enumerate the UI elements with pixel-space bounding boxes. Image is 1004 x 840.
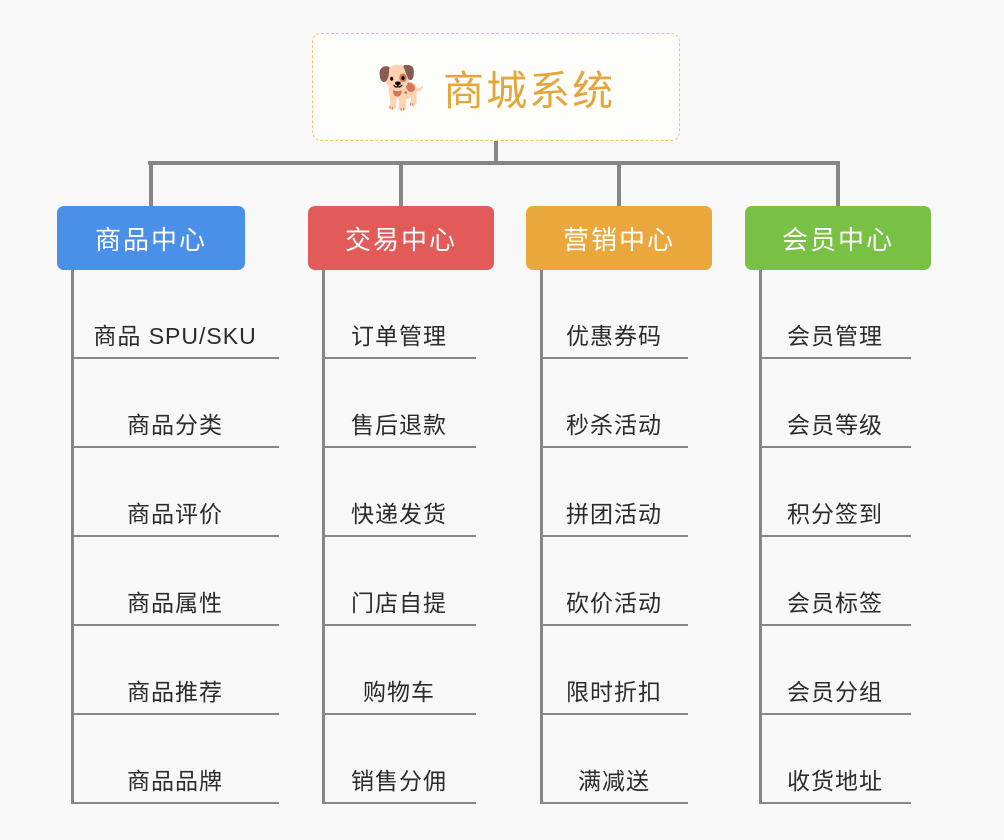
leaf-item[interactable]: 商品推荐	[71, 626, 279, 715]
connector-spine-4	[759, 270, 762, 804]
leaf-item-label: 会员管理	[787, 323, 883, 349]
leaf-item[interactable]: 门店自提	[322, 537, 476, 626]
category-header-label: 会员中心	[781, 224, 894, 255]
category-header-label: 营销中心	[562, 224, 675, 255]
leaf-item-label: 砍价活动	[566, 590, 662, 616]
category-header-2[interactable]: 交易中心	[308, 206, 494, 270]
leaf-item[interactable]: 商品 SPU/SKU	[71, 270, 279, 359]
leaf-list-4: 会员管理会员等级积分签到会员标签会员分组收货地址	[745, 270, 931, 804]
leaf-item-label: 售后退款	[351, 412, 447, 438]
shiba-dog-face-icon: 🐕	[376, 64, 430, 111]
connector-horizontal-bus	[148, 161, 840, 165]
leaf-item-label: 积分签到	[787, 501, 883, 527]
leaf-item-label: 商品属性	[127, 590, 223, 616]
leaf-item[interactable]: 砍价活动	[540, 537, 688, 626]
category-header-1[interactable]: 商品中心	[57, 206, 245, 270]
leaf-item-label: 商品评价	[127, 501, 223, 527]
leaf-item[interactable]: 优惠券码	[540, 270, 688, 359]
leaf-item-label: 秒杀活动	[566, 412, 662, 438]
leaf-item-label: 快递发货	[351, 501, 447, 527]
leaf-item-label: 订单管理	[351, 323, 447, 349]
connector-spine-2	[322, 270, 325, 804]
leaf-item[interactable]: 快递发货	[322, 448, 476, 537]
leaf-item[interactable]: 订单管理	[322, 270, 476, 359]
leaf-item[interactable]: 商品分类	[71, 359, 279, 448]
connector-spine-3	[540, 270, 543, 804]
root-node[interactable]: 🐕 商城系统	[312, 33, 680, 141]
category-column-3: 营销中心优惠券码秒杀活动拼团活动砍价活动限时折扣满减送	[526, 206, 712, 804]
leaf-item[interactable]: 会员等级	[759, 359, 911, 448]
leaf-item[interactable]: 售后退款	[322, 359, 476, 448]
leaf-item[interactable]: 限时折扣	[540, 626, 688, 715]
category-header-4[interactable]: 会员中心	[745, 206, 931, 270]
leaf-item-label: 优惠券码	[566, 323, 662, 349]
leaf-item-label: 会员标签	[787, 590, 883, 616]
leaf-item[interactable]: 积分签到	[759, 448, 911, 537]
leaf-item-label: 会员等级	[787, 412, 883, 438]
leaf-item-label: 商品分类	[127, 412, 223, 438]
leaf-item[interactable]: 拼团活动	[540, 448, 688, 537]
connector-root-stem	[494, 141, 498, 163]
leaf-item[interactable]: 收货地址	[759, 715, 911, 804]
category-column-2: 交易中心订单管理售后退款快递发货门店自提购物车销售分佣	[308, 206, 494, 804]
leaf-list-1: 商品 SPU/SKU 商品分类商品评价商品属性商品推荐商品品牌	[57, 270, 279, 804]
leaf-item-label: 门店自提	[351, 590, 447, 616]
category-header-label: 交易中心	[344, 224, 457, 255]
leaf-item[interactable]: 商品属性	[71, 537, 279, 626]
leaf-item-label: 限时折扣	[566, 679, 662, 705]
leaf-list-2: 订单管理售后退款快递发货门店自提购物车销售分佣	[308, 270, 494, 804]
leaf-item-label: 商品推荐	[127, 679, 223, 705]
leaf-item-label: 购物车	[363, 679, 435, 705]
leaf-item[interactable]: 商品品牌	[71, 715, 279, 804]
leaf-item[interactable]: 会员标签	[759, 537, 911, 626]
leaf-item[interactable]: 会员管理	[759, 270, 911, 359]
connector-drop-3	[617, 161, 621, 208]
category-header-label: 商品中心	[94, 224, 207, 255]
connector-spine-1	[71, 270, 74, 804]
leaf-item-label: 拼团活动	[566, 501, 662, 527]
leaf-item-label: 收货地址	[787, 768, 883, 794]
leaf-item[interactable]: 满减送	[540, 715, 688, 804]
category-column-1: 商品中心商品 SPU/SKU 商品分类商品评价商品属性商品推荐商品品牌	[57, 206, 279, 804]
root-title: 商城系统	[443, 68, 616, 114]
category-column-4: 会员中心会员管理会员等级积分签到会员标签会员分组收货地址	[745, 206, 931, 804]
leaf-item[interactable]: 销售分佣	[322, 715, 476, 804]
connector-drop-4	[836, 161, 840, 208]
leaf-item[interactable]: 会员分组	[759, 626, 911, 715]
leaf-item-label: 会员分组	[787, 679, 883, 705]
leaf-item[interactable]: 购物车	[322, 626, 476, 715]
category-header-3[interactable]: 营销中心	[526, 206, 712, 270]
leaf-item-label: 销售分佣	[351, 768, 447, 794]
leaf-item[interactable]: 秒杀活动	[540, 359, 688, 448]
leaf-item[interactable]: 商品评价	[71, 448, 279, 537]
connector-drop-1	[149, 161, 153, 208]
leaf-item-label: 商品品牌	[127, 768, 223, 794]
leaf-item-label: 商品 SPU/SKU	[93, 323, 257, 349]
leaf-list-3: 优惠券码秒杀活动拼团活动砍价活动限时折扣满减送	[526, 270, 712, 804]
connector-drop-2	[399, 161, 403, 208]
leaf-item-label: 满减送	[578, 768, 650, 794]
